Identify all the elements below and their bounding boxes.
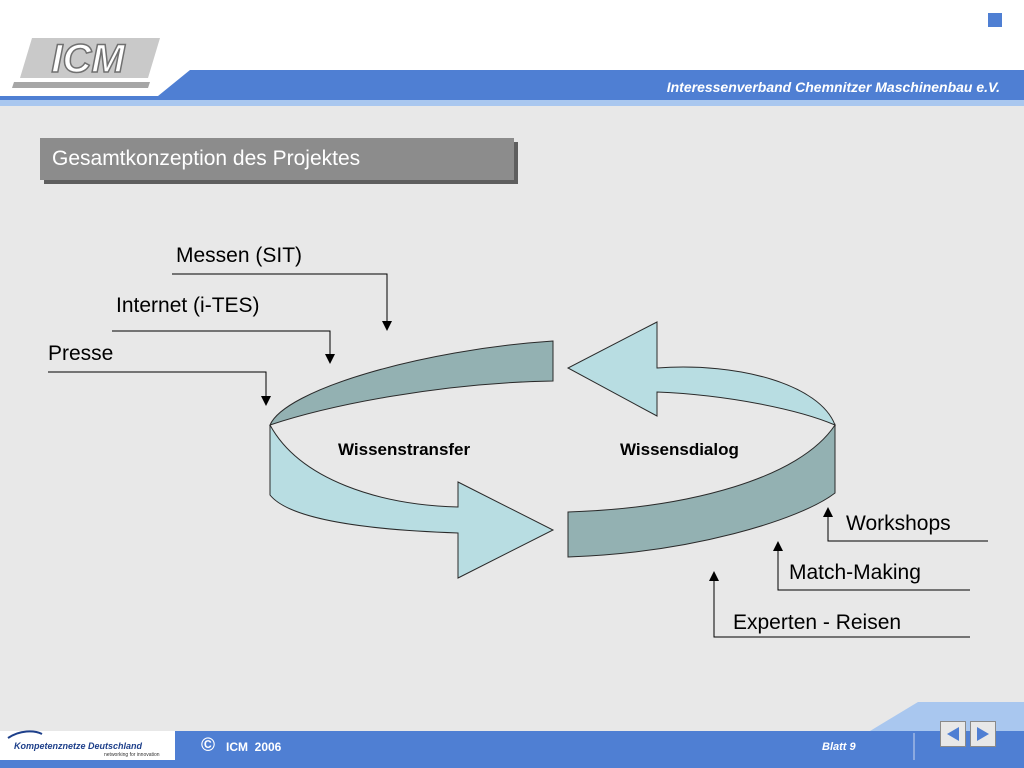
triangle-right-icon	[977, 727, 989, 741]
input-label-presse: Presse	[48, 342, 114, 365]
previous-slide-button[interactable]	[940, 721, 966, 747]
up-arrow-icon	[823, 507, 833, 517]
corner-square-icon	[988, 13, 1002, 27]
footer-blue-band	[0, 731, 1024, 768]
messen-connector	[172, 273, 388, 323]
organization-name: Interessenverband Chemnitzer Maschinenba…	[666, 79, 1000, 95]
matchmaking-connector	[777, 549, 970, 591]
copyright-icon: ©	[201, 735, 215, 756]
experten-connector	[713, 579, 970, 638]
input-arrowheads	[261, 321, 392, 406]
cycle-label-wissensdialog: Wissensdialog	[620, 440, 739, 459]
output-label-workshops: Workshops	[846, 512, 951, 535]
partner-logo-background	[0, 731, 175, 760]
transfer-arrow-tail	[269, 340, 554, 426]
partner-logo-text: Kompetenznetze Deutschland	[14, 741, 143, 751]
input-connectors	[48, 273, 388, 398]
internet-connector	[112, 330, 331, 356]
logo-plate	[20, 38, 160, 78]
icm-logo: ICM	[12, 36, 160, 88]
presse-connector	[48, 371, 267, 398]
logo-underline	[12, 82, 150, 88]
partner-logo-swoosh	[7, 730, 43, 739]
logo-text: ICM	[51, 37, 126, 81]
header-bands	[0, 70, 1024, 106]
up-arrow-icon	[709, 571, 719, 581]
output-label-matchmaking: Match-Making	[789, 561, 921, 584]
page-label: Blatt 9	[822, 741, 856, 753]
down-arrow-icon	[382, 321, 392, 331]
footer-bands	[0, 702, 1024, 768]
output-arrowheads	[709, 507, 833, 581]
down-arrow-icon	[325, 354, 335, 364]
partner-logo-subtext: networking for innovation	[104, 752, 160, 758]
transfer-arrow-head	[269, 424, 555, 579]
header-light-band	[0, 100, 1024, 106]
down-arrow-icon	[261, 396, 271, 406]
next-slide-button[interactable]	[970, 721, 996, 747]
up-arrow-icon	[773, 541, 783, 551]
input-label-messen: Messen (SIT)	[176, 244, 303, 267]
output-connectors	[713, 515, 988, 638]
workshops-connector	[827, 515, 988, 542]
cycle-label-wissenstransfer: Wissenstransfer	[338, 440, 471, 459]
dialog-arrow-tail	[567, 423, 836, 558]
copyright-text: ICM 2006	[226, 740, 282, 754]
input-label-internet: Internet (i-TES)	[116, 294, 260, 317]
slide-title: Gesamtkonzeption des Projektes	[40, 138, 514, 180]
output-label-experten: Experten - Reisen	[733, 611, 902, 634]
header-blue-band	[0, 70, 1024, 100]
triangle-left-icon	[947, 727, 959, 741]
dialog-arrow-head	[566, 321, 836, 426]
